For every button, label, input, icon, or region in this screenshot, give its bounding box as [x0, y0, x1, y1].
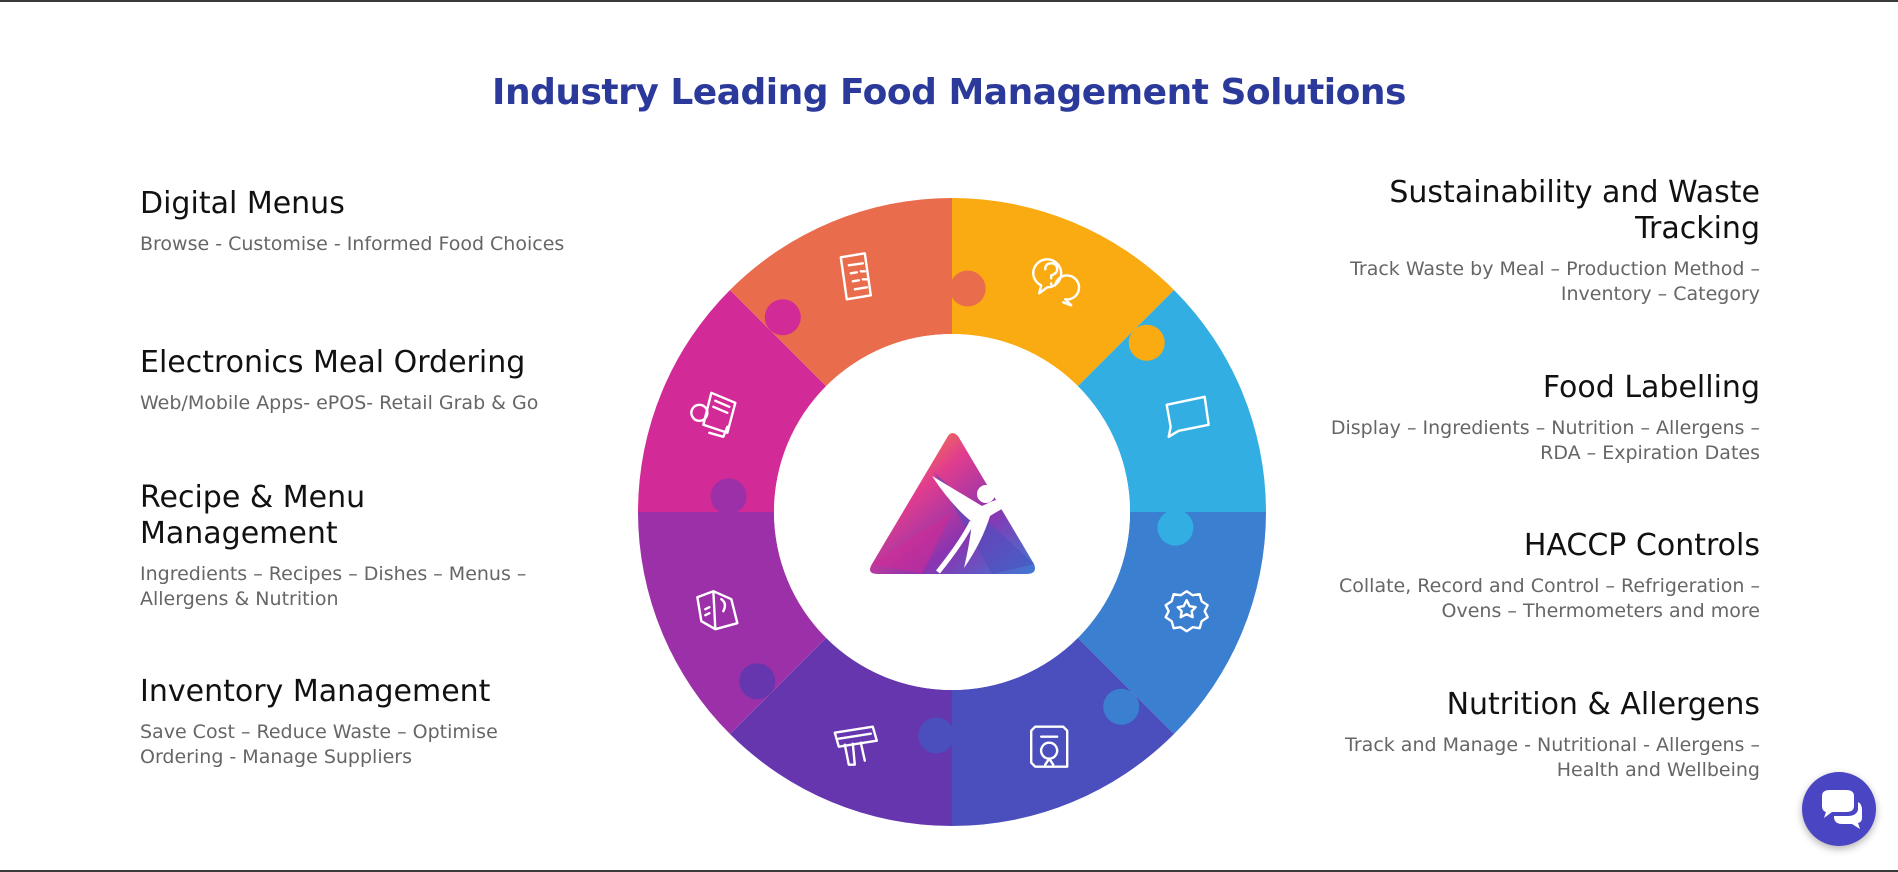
wheel-segment	[952, 198, 1175, 387]
puzzle-knob	[949, 270, 986, 307]
feature-title: Food Labelling	[1542, 370, 1760, 405]
feature-title: Inventory Management	[140, 674, 491, 709]
feature-inventory: Inventory Management Save Cost – Reduce …	[140, 674, 550, 770]
certificate-badge-icon	[1164, 590, 1209, 633]
feature-desc: Track Waste by Meal – Production Method …	[1350, 258, 1760, 305]
puzzle-knob	[918, 717, 955, 754]
feature-title: Recipe & Menu Management	[140, 480, 366, 551]
feature-digital-menus: Digital Menus Browse - Customise - Infor…	[140, 186, 600, 257]
puzzle-knob	[710, 478, 747, 515]
wheel-segment	[1077, 289, 1266, 512]
brand-logo-icon	[870, 433, 1044, 574]
feature-title: Electronics Meal Ordering	[140, 345, 526, 380]
feature-recipe-menu: Recipe & Menu Management Ingredients – R…	[140, 480, 540, 612]
feature-desc: Collate, Record and Control – Refrigerat…	[1339, 575, 1760, 622]
feature-sustainability: Sustainability and Waste Tracking Track …	[1340, 175, 1760, 307]
top-border	[0, 0, 1898, 2]
puzzle-knob	[1103, 688, 1140, 725]
bottom-border	[0, 870, 1898, 872]
feature-desc: Save Cost – Reduce Waste – Optimise Orde…	[140, 721, 498, 768]
feature-haccp: HACCP Controls Collate, Record and Contr…	[1310, 528, 1760, 624]
puzzle-knob	[1157, 509, 1194, 546]
feature-title: Nutrition & Allergens	[1446, 687, 1760, 722]
chat-icon	[1822, 790, 1862, 829]
digital-menu-icon	[839, 252, 872, 301]
puzzle-knob	[1128, 324, 1165, 361]
feature-desc: Ingredients – Recipes – Dishes – Menus –…	[140, 563, 527, 610]
help-chat-icon	[1032, 258, 1081, 307]
wheel-segment	[729, 198, 952, 387]
feature-desc: Browse - Customise - Informed Food Choic…	[140, 233, 565, 255]
wheel-segment	[638, 512, 827, 735]
puzzle-wheel	[638, 198, 1266, 826]
feature-title: Sustainability and Waste Tracking	[1389, 175, 1760, 246]
puzzle-knob	[764, 299, 801, 336]
meal-order-icon	[690, 391, 737, 438]
feature-title: HACCP Controls	[1523, 528, 1760, 563]
feature-desc: Web/Mobile Apps- ePOS- Retail Grab & Go	[140, 392, 539, 414]
page-title: Industry Leading Food Management Solutio…	[492, 72, 1406, 113]
chat-widget-button[interactable]	[1802, 772, 1876, 846]
feature-meal-ordering: Electronics Meal Ordering Web/Mobile App…	[140, 345, 600, 416]
wheel-segment	[952, 637, 1175, 826]
puzzle-knob	[739, 663, 776, 700]
feature-food-labelling: Food Labelling Display – Ingredients – N…	[1290, 370, 1760, 466]
feature-nutrition-allergens: Nutrition & Allergens Track and Manage -…	[1310, 687, 1760, 783]
nutrition-label-icon	[1030, 725, 1069, 768]
feature-desc: Display – Ingredients – Nutrition – Alle…	[1330, 417, 1760, 464]
recipe-book-icon	[696, 590, 739, 631]
inventory-scanner-icon	[833, 725, 878, 766]
feature-title: Digital Menus	[140, 186, 345, 221]
feature-desc: Track and Manage - Nutritional - Allerge…	[1345, 734, 1760, 781]
label-tag-icon	[1165, 395, 1210, 438]
